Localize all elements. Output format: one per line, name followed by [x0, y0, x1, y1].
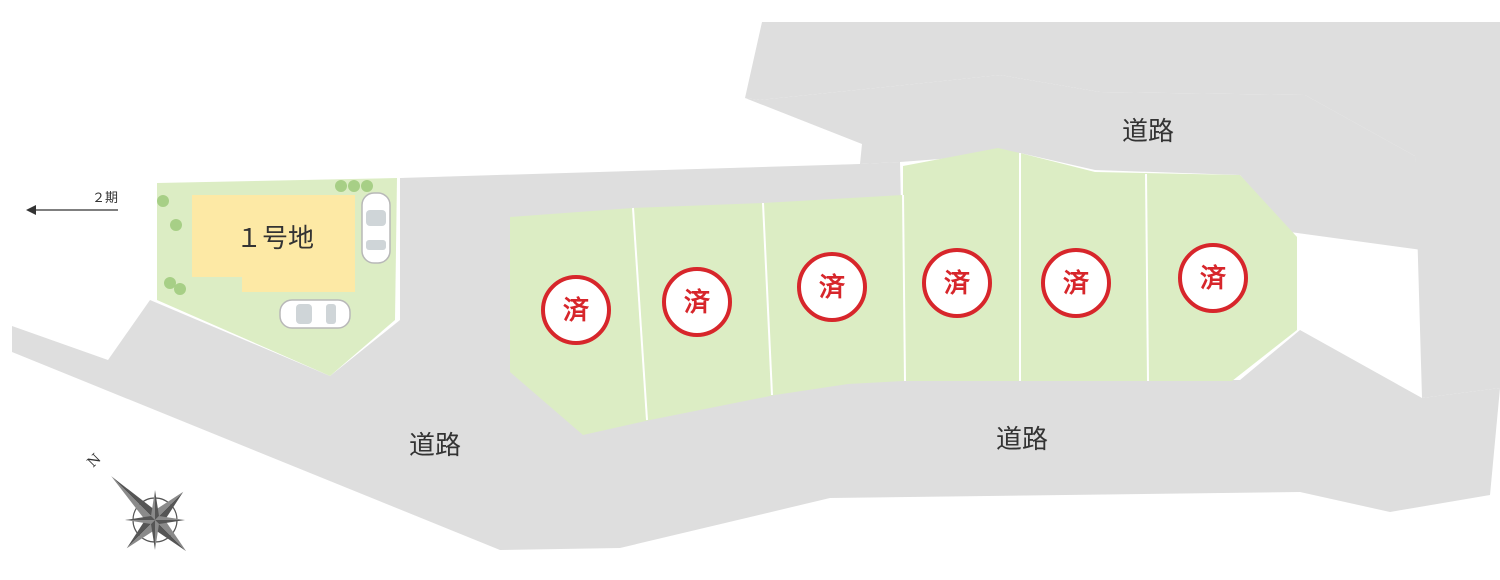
tree-cluster-icon [157, 180, 373, 295]
road-label-north: 道路 [1122, 117, 1174, 147]
phase-2-direction: ２期 [26, 191, 118, 215]
lot-7-sold-stamp[interactable]: 済 [1178, 243, 1248, 313]
road-north [745, 22, 1500, 398]
sold-stamp-text: 済 [819, 272, 846, 303]
sold-stamp-text: 済 [944, 268, 971, 299]
sold-stamp-text: 済 [684, 287, 711, 318]
lot-6-sold-stamp[interactable]: 済 [1041, 248, 1111, 318]
car-icon [279, 299, 351, 329]
lot-1-label: １号地 [236, 224, 314, 254]
arrowhead-icon [26, 205, 36, 215]
sold-stamp-text: 済 [1200, 263, 1227, 294]
lot-3-sold-stamp[interactable]: 済 [662, 267, 732, 337]
plot-divider [902, 194, 906, 382]
road-north-return [745, 75, 1422, 250]
road-label-south-west: 道路 [409, 431, 461, 461]
sold-stamp-text: 済 [1063, 268, 1090, 299]
plot-divider [1145, 173, 1149, 382]
lot-2-sold-stamp[interactable]: 済 [541, 275, 611, 345]
road-label-south-east: 道路 [996, 425, 1048, 455]
lot-1-area[interactable] [192, 195, 355, 292]
phase-2-label: ２期 [92, 191, 118, 206]
compass-north-label: N [85, 451, 105, 471]
plot-divider [762, 202, 773, 396]
compass-rose-icon: N [85, 451, 187, 552]
car-icon [361, 192, 391, 264]
lot-5-sold-stamp[interactable]: 済 [922, 248, 992, 318]
sold-stamp-text: 済 [563, 295, 590, 326]
lot-4-sold-stamp[interactable]: 済 [797, 252, 867, 322]
plot-divider [632, 207, 648, 421]
